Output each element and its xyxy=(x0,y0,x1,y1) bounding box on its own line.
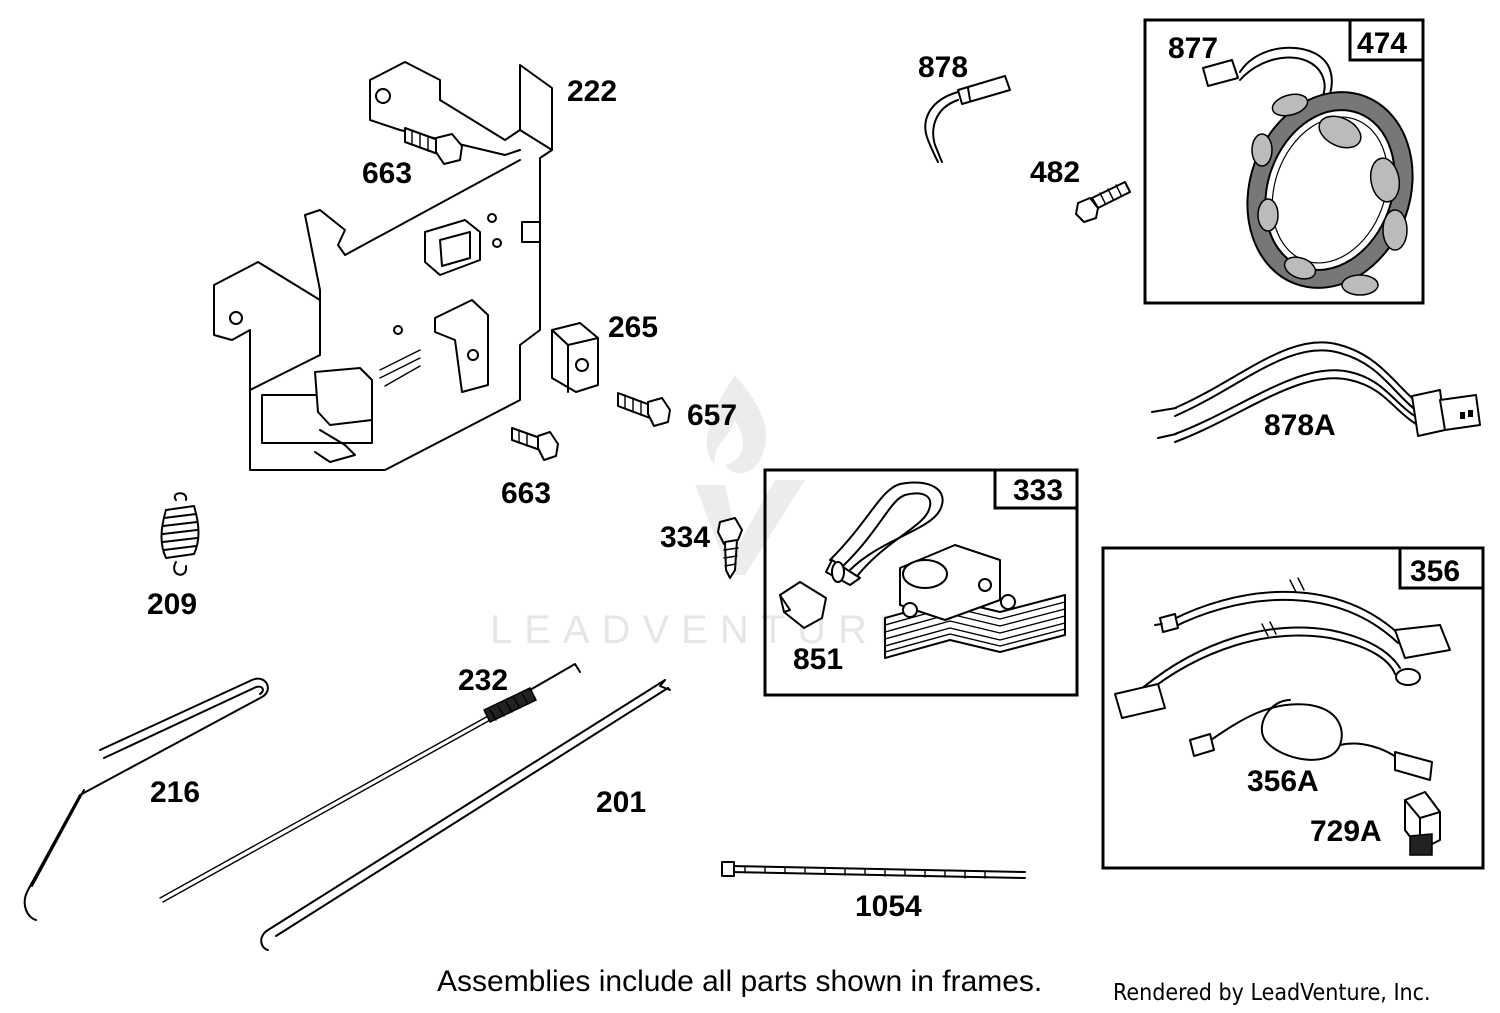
callout-201: 201 xyxy=(596,786,646,819)
part-482-screw xyxy=(1075,181,1131,223)
callout-356A: 356A xyxy=(1247,765,1319,798)
part-334-screw xyxy=(717,517,743,579)
part-663-screw-lower xyxy=(511,427,559,461)
frame-474 xyxy=(1143,18,1425,305)
frame-tag-356: 356 xyxy=(1410,555,1460,588)
footnote-assemblies: Assemblies include all parts shown in fr… xyxy=(437,965,1042,998)
callout-878: 878 xyxy=(918,51,968,84)
part-222-bracket xyxy=(213,61,553,471)
callout-657: 657 xyxy=(687,399,737,432)
watermark-flame-icon xyxy=(706,375,766,474)
frame-333 xyxy=(763,468,1079,697)
callout-222: 222 xyxy=(567,75,617,108)
callout-663-lower: 663 xyxy=(501,477,551,510)
callout-labels: 222 663 265 657 663 334 209 232 216 201 … xyxy=(147,32,1382,923)
callout-232: 232 xyxy=(458,664,508,697)
watermark-text: LEADVENTURE xyxy=(490,608,918,652)
part-657-screw xyxy=(617,392,671,427)
part-878A-harness xyxy=(1151,341,1481,443)
callout-1054: 1054 xyxy=(855,890,922,923)
part-265-clip xyxy=(551,322,599,393)
frame-356 xyxy=(1101,546,1485,870)
callout-334: 334 xyxy=(660,521,710,554)
callout-209: 209 xyxy=(147,588,197,621)
callout-663-upper: 663 xyxy=(362,157,412,190)
part-851-armature xyxy=(779,481,1066,659)
part-201-rod xyxy=(260,679,671,951)
part-878-connector xyxy=(924,75,1011,163)
callout-878A: 878A xyxy=(1264,409,1336,442)
callout-265: 265 xyxy=(608,311,658,344)
frame-tag-474: 474 xyxy=(1357,27,1407,60)
callout-877: 877 xyxy=(1168,32,1218,65)
frame-tags: 474 333 356 xyxy=(1013,27,1460,588)
callout-851: 851 xyxy=(793,643,843,676)
watermark-v-icon xyxy=(695,480,805,575)
watermark: LEADVENTURE xyxy=(490,375,918,652)
part-729A-clip xyxy=(1404,791,1441,856)
callout-729A: 729A xyxy=(1310,815,1382,848)
frame-tag-333: 333 xyxy=(1013,474,1063,507)
part-232-cable xyxy=(159,663,581,903)
part-877-alternator xyxy=(1202,46,1414,296)
part-663-screw-upper xyxy=(404,127,463,165)
part-216-rod xyxy=(23,677,269,921)
callout-216: 216 xyxy=(150,776,200,809)
callout-482: 482 xyxy=(1030,156,1080,189)
part-1054-cable-tie xyxy=(721,861,1026,879)
part-356A-wiring xyxy=(1114,577,1451,781)
part-209-spring xyxy=(160,492,200,576)
credit-rendered-by: Rendered by LeadVenture, Inc. xyxy=(1113,980,1431,1006)
